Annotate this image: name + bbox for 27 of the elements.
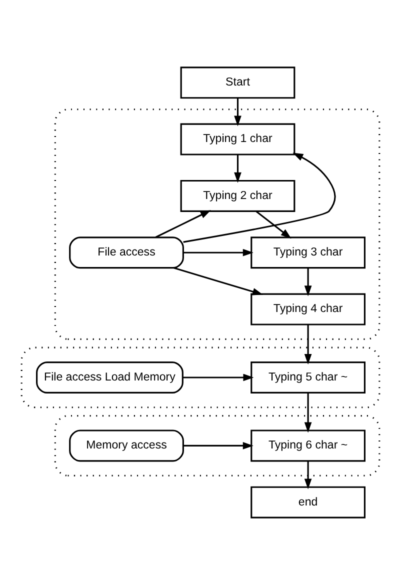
arrow bbox=[182, 152, 336, 243]
arrow bbox=[234, 98, 241, 126]
node-box: Start bbox=[180, 66, 295, 99]
node-box: Typing 6 char ~ bbox=[250, 430, 365, 462]
arrow bbox=[154, 210, 210, 238]
cluster bbox=[20, 346, 380, 408]
arrow bbox=[182, 248, 253, 256]
arrow bbox=[173, 267, 263, 296]
node-box: File access bbox=[68, 236, 184, 269]
node-box: File access Load Memory bbox=[36, 362, 183, 394]
arrow bbox=[304, 268, 312, 296]
node-box: Typing 1 char bbox=[180, 123, 295, 156]
node-box: Typing 3 char bbox=[250, 236, 365, 269]
arrow bbox=[304, 324, 312, 365]
arrow bbox=[304, 392, 312, 433]
node-box: Typing 4 char bbox=[250, 293, 365, 326]
arrow bbox=[182, 442, 253, 450]
node-box: Typing 5 char ~ bbox=[250, 362, 365, 394]
arrow bbox=[234, 154, 241, 183]
cluster bbox=[54, 108, 380, 340]
arrow bbox=[182, 374, 254, 382]
arrow bbox=[304, 461, 312, 490]
cluster bbox=[54, 415, 380, 476]
node-box: Typing 2 char bbox=[180, 180, 295, 212]
node-box: end bbox=[250, 486, 365, 518]
node-box: Memory access bbox=[68, 430, 184, 462]
arrow bbox=[255, 210, 291, 239]
